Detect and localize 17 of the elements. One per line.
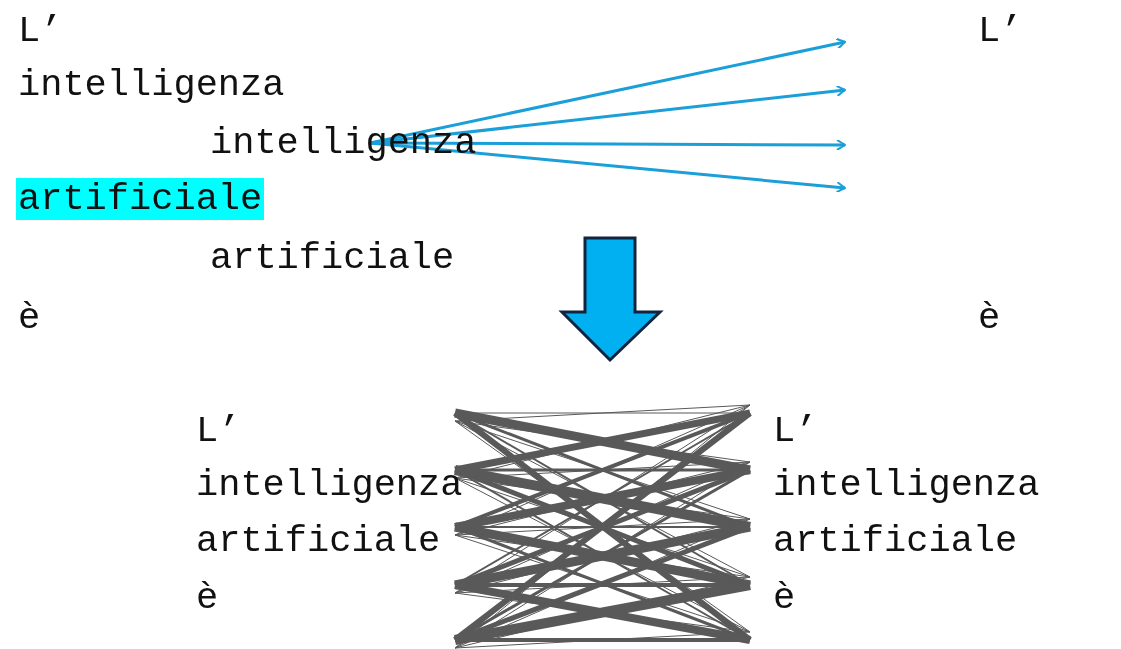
word-label: L’ — [771, 410, 820, 452]
word-label: è — [16, 297, 43, 339]
word-label: L’ — [16, 10, 65, 52]
word-label: è — [194, 577, 221, 619]
arrow — [369, 84, 846, 145]
word-label: artificiale — [194, 520, 443, 562]
word-label: intelligenza — [771, 464, 1042, 506]
word-label: L’ — [976, 10, 1025, 52]
word-label: artificiale — [208, 237, 457, 279]
word-label: intelligenza — [16, 64, 287, 106]
arrow — [369, 141, 846, 194]
word-label: intelligenza — [194, 464, 465, 506]
word-label: è — [976, 297, 1003, 339]
highlighted-word: artificiale — [16, 178, 265, 220]
word-label: artificiale — [771, 520, 1020, 562]
word-label: è — [771, 577, 798, 619]
word-label: L’ — [194, 410, 243, 452]
